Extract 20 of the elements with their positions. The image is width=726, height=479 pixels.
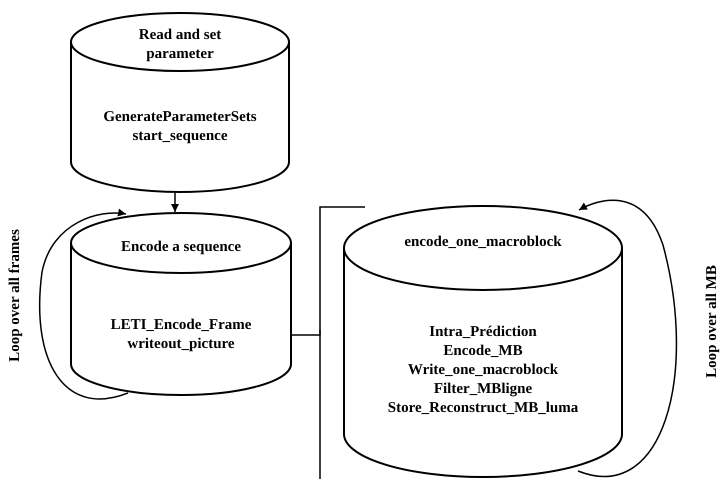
node-title: Encode a sequence	[120, 238, 242, 257]
function-name: start_sequence	[132, 127, 228, 146]
node-title: Read and set parameter	[138, 26, 222, 64]
cylinder-shape	[343, 205, 623, 477]
function-name: Store_Reconstruct_MB_luma	[386, 399, 580, 418]
function-name: GenerateParameterSets	[102, 108, 258, 127]
arrow	[171, 192, 179, 212]
cylinder-shape	[70, 12, 290, 192]
node-title: encode_one_macroblock	[403, 233, 563, 252]
function-name: Intra_Prédiction	[428, 323, 538, 342]
function-name: Write_one_macroblock	[406, 361, 560, 380]
loop-label: Loop over all MB	[703, 264, 720, 378]
loop-arrow	[578, 200, 678, 477]
cylinder-shape	[70, 212, 292, 395]
function-name: LETI_Encode_Frame	[110, 316, 252, 335]
function-name: writeout_picture	[126, 335, 236, 354]
function-name: Encode_MB	[442, 342, 524, 361]
function-name: Filter_MBligne	[432, 380, 534, 399]
loop-arrow	[39, 209, 128, 400]
loop-label: Loop over all frames	[6, 229, 24, 362]
